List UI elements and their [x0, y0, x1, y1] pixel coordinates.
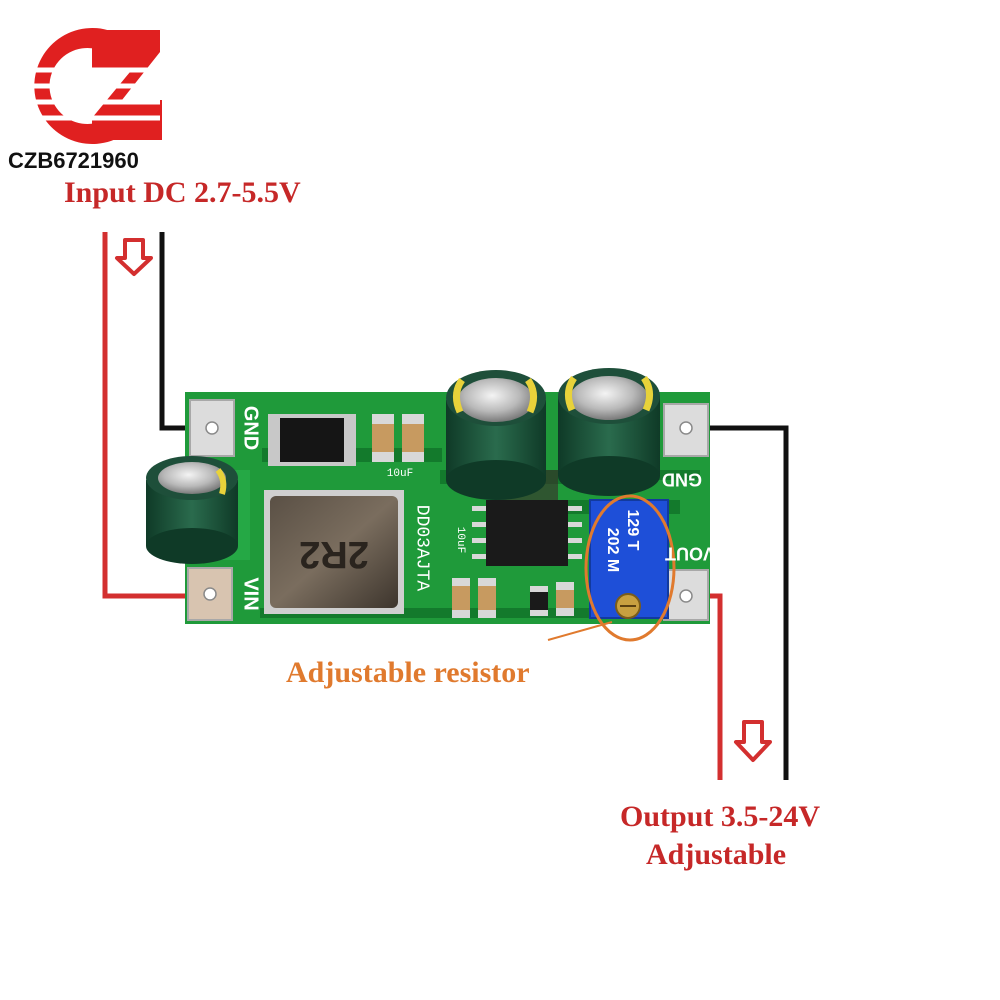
electrolytic-capacitor-left: [146, 456, 238, 564]
silk-model: DD03AJTA: [411, 505, 431, 592]
input-label: Input DC 2.7-5.5V: [64, 176, 301, 209]
output-label-line1: Output 3.5-24V: [620, 800, 821, 833]
silk-cap-10uf-b: 10uF: [454, 527, 466, 553]
output-arrow-icon: [734, 720, 772, 762]
silk-gnd-in: GND: [240, 406, 262, 450]
silk-vout: VOUT: [665, 543, 715, 563]
silk-pot-line1: 129 T: [624, 510, 641, 551]
electrolytic-capacitor-mid: [446, 370, 546, 500]
electrolytic-capacitor-right: [558, 368, 660, 496]
output-label-line2: Adjustable: [646, 838, 787, 871]
input-positive-wire: [102, 232, 200, 599]
adjustable-resistor-label: Adjustable resistor: [286, 656, 530, 689]
potentiometer: [589, 499, 669, 619]
diode-component: [268, 414, 356, 466]
resistor-highlight-ring: [584, 494, 676, 642]
silk-vin: VIN: [240, 577, 262, 610]
inductor-component: [264, 490, 404, 614]
silk-pot-line2: 202 M: [604, 528, 621, 572]
silk-gnd-out: GND: [662, 469, 702, 489]
ceramic-capacitors-top: [372, 414, 424, 462]
ceramic-capacitors-bottom: [452, 578, 574, 618]
silk-inductor: 2R2: [299, 533, 369, 575]
brand-text: CZB6721960: [8, 148, 139, 173]
cz-logo-icon: [20, 27, 162, 145]
resistor-callout-line: [547, 621, 613, 641]
output-ground-wire: [685, 425, 789, 780]
silk-cap-10uf-a: 10uF: [387, 468, 413, 480]
input-arrow-icon: [115, 238, 153, 276]
